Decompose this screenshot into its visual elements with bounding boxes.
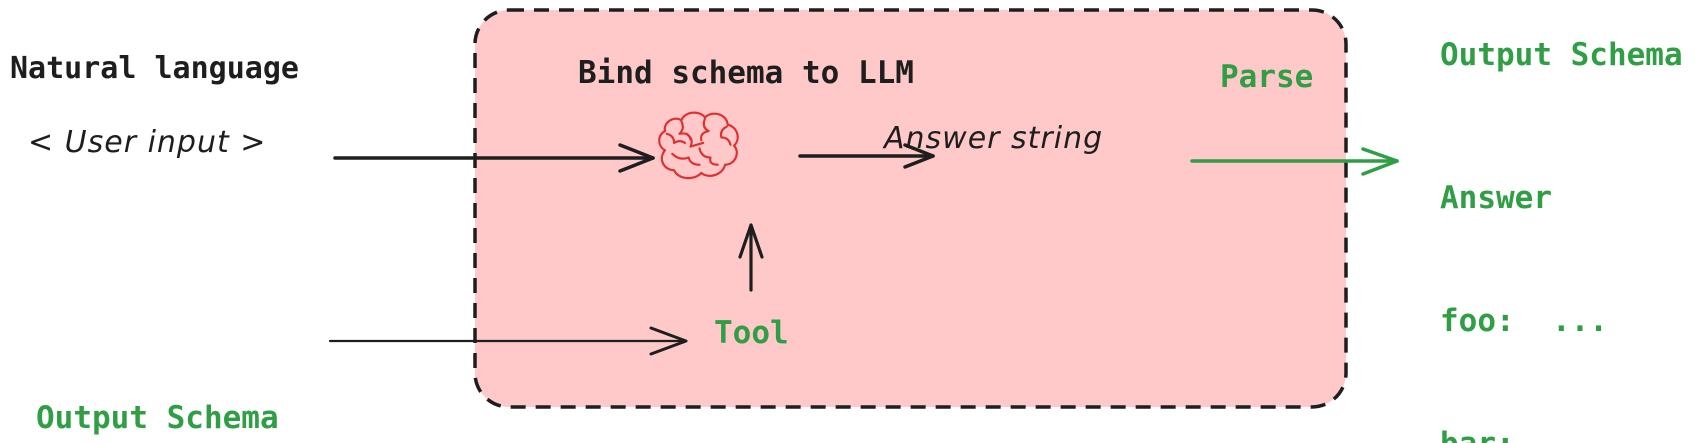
user-input-text: < User input >: [28, 125, 267, 160]
arrow-parse-to-output-icon: [1190, 147, 1399, 176]
right-output-schema-title: Output Schema: [1440, 37, 1683, 73]
answer-string-text: Answer string: [884, 121, 1104, 156]
arrow-user-input-to-llm-icon: [333, 143, 655, 173]
arrow-schema-to-tool-icon: [328, 326, 688, 356]
arrow-tool-to-llm-icon: [738, 223, 764, 292]
right-schema-bar-line: bar: ...: [1440, 424, 1608, 443]
brain-icon: [658, 111, 739, 180]
left-output-schema-title: Output Schema: [36, 400, 279, 436]
natural-language-label: Natural language: [10, 51, 299, 86]
parse-label: Parse: [1220, 59, 1314, 95]
tool-label: Tool: [714, 315, 789, 351]
left-output-schema-block: Output Schema foo: ... bar: ...: [36, 316, 279, 443]
right-schema-foo-line: foo: ...: [1440, 303, 1608, 339]
right-answer-label: Answer: [1440, 180, 1552, 216]
right-output-schema-block: Answer foo: ... bar: ...: [1440, 96, 1608, 443]
bind-schema-title: Bind schema to LLM: [578, 55, 914, 91]
